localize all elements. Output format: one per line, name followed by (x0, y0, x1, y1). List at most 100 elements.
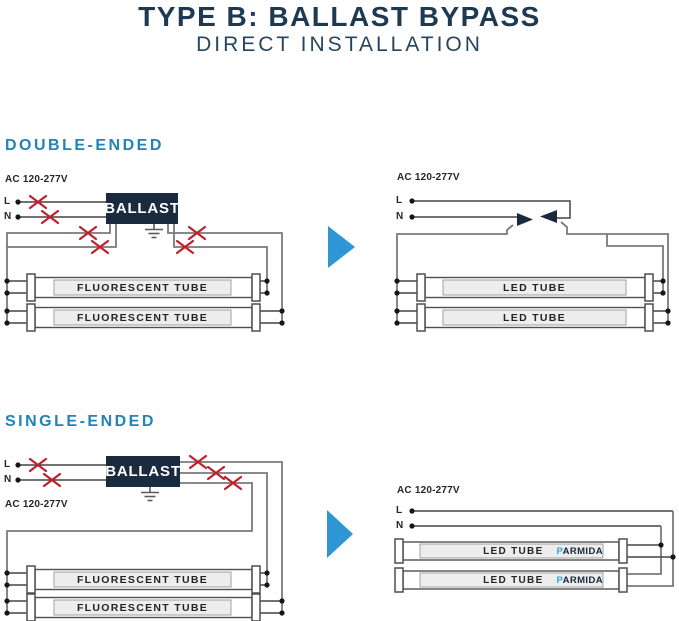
x-icon (187, 225, 207, 241)
led-tube-graphic (394, 567, 628, 593)
brand-logo-initial: P (556, 545, 563, 557)
line-terminal-label: L (396, 505, 403, 516)
tube-end-cap (618, 567, 628, 593)
removed-wire-x-icons (28, 194, 207, 255)
junction-dots (394, 278, 671, 326)
tube-end-cap (26, 593, 36, 621)
ground-icon (145, 224, 163, 239)
junction-dots (658, 542, 676, 560)
terminal-dot (409, 508, 415, 514)
x-icon (40, 209, 60, 225)
voltage-label: AC 120-277V (5, 499, 68, 510)
ballast-output-wires (6, 224, 283, 323)
tube-end-cap (251, 303, 261, 332)
tube-end-cap (394, 538, 404, 564)
led-tube-label: LED TUBE (503, 311, 566, 324)
line-terminal-label: L (4, 459, 11, 470)
tube-end-cap (416, 303, 426, 332)
fluorescent-tube-label: FLUORESCENT TUBE (76, 573, 209, 586)
diagram-double-ended-after (394, 198, 671, 332)
led-tube-graphic (394, 538, 628, 564)
junction-dots (4, 570, 285, 616)
tube-pins (7, 280, 282, 324)
tube-end-cap (416, 273, 426, 302)
x-icon (90, 239, 110, 255)
page-subtitle: DIRECT INSTALLATION (196, 33, 483, 56)
led-tube-graphic (416, 303, 654, 332)
ground-icon (141, 487, 159, 502)
brand-logo: PARMIDA (557, 575, 603, 586)
wire-connector-icon (517, 213, 533, 226)
tube-end-cap (26, 303, 36, 332)
neutral-terminal-label: N (4, 211, 12, 222)
fluorescent-tube-graphic (26, 593, 261, 621)
removed-wire-x-icons (28, 454, 243, 491)
supply-wires (15, 199, 106, 220)
voltage-label: AC 120-277V (397, 485, 460, 496)
neutral-terminal-label: N (4, 474, 12, 485)
routing-wires (396, 221, 669, 323)
brand-logo-rest: ARMIDA (562, 574, 603, 586)
tube-end-cap (251, 565, 261, 594)
x-icon (188, 454, 208, 470)
fluorescent-tube-graphic (26, 303, 261, 332)
tube-end-cap (644, 273, 654, 302)
transition-arrow-icon (327, 510, 353, 558)
terminal-dot (15, 214, 21, 220)
led-tube-graphic (416, 273, 654, 302)
tube-end-cap (644, 303, 654, 332)
terminal-dot (15, 199, 21, 205)
terminal-dot (409, 198, 415, 204)
section-heading-single-ended: SINGLE-ENDED (5, 413, 156, 430)
x-icon (28, 194, 48, 210)
ballast-box: BALLAST (104, 193, 179, 224)
fluorescent-tube-graphic (26, 273, 261, 302)
brand-logo-rest: ARMIDA (562, 545, 603, 557)
tube-end-cap (394, 567, 404, 593)
page-title: TYPE B: BALLAST BYPASS (138, 1, 541, 32)
neutral-terminal-label: N (396, 211, 404, 222)
fluorescent-tube-label: FLUORESCENT TUBE (76, 281, 209, 294)
fluorescent-tube-graphic (26, 565, 261, 594)
wire-connector-icon (540, 210, 557, 223)
junction-dots (4, 278, 285, 326)
neutral-terminal-label: N (396, 520, 404, 531)
terminal-dot (15, 462, 21, 468)
x-icon (42, 472, 62, 488)
tube-end-cap (251, 593, 261, 621)
ballast-output-wires (6, 461, 283, 613)
transition-arrow-icon (328, 226, 355, 268)
line-terminal-label: L (396, 195, 403, 206)
ballast-box: BALLAST (105, 456, 180, 487)
diagram-single-ended-after (394, 508, 676, 593)
tube-end-cap (26, 565, 36, 594)
fluorescent-tube-label: FLUORESCENT TUBE (76, 601, 209, 614)
tube-pins (627, 544, 673, 558)
terminal-dot (409, 523, 415, 529)
line-terminal-label: L (4, 196, 11, 207)
led-tube-label-branded: LED TUBE PARMIDA (420, 573, 611, 587)
led-tube-text: LED TUBE (483, 574, 544, 586)
tube-end-cap (26, 273, 36, 302)
diagram-double-ended-before (4, 193, 285, 332)
x-icon (206, 465, 226, 481)
tube-end-cap (251, 273, 261, 302)
voltage-label: AC 120-277V (397, 172, 460, 183)
tube-end-cap (618, 538, 628, 564)
led-tube-label-branded: LED TUBE PARMIDA (420, 544, 611, 558)
brand-logo: PARMIDA (557, 546, 603, 557)
terminal-dot (409, 214, 415, 220)
x-icon (28, 457, 48, 473)
supply-wires (409, 198, 571, 220)
brand-logo-initial: P (556, 574, 563, 586)
supply-wires (15, 462, 106, 483)
x-icon (223, 475, 243, 491)
led-tube-label: LED TUBE (503, 281, 566, 294)
supply-wires (409, 508, 674, 587)
terminal-dot (15, 477, 21, 483)
diagram-single-ended-before (4, 454, 285, 621)
section-heading-double-ended: DOUBLE-ENDED (5, 137, 164, 154)
voltage-label: AC 120-277V (5, 174, 68, 185)
